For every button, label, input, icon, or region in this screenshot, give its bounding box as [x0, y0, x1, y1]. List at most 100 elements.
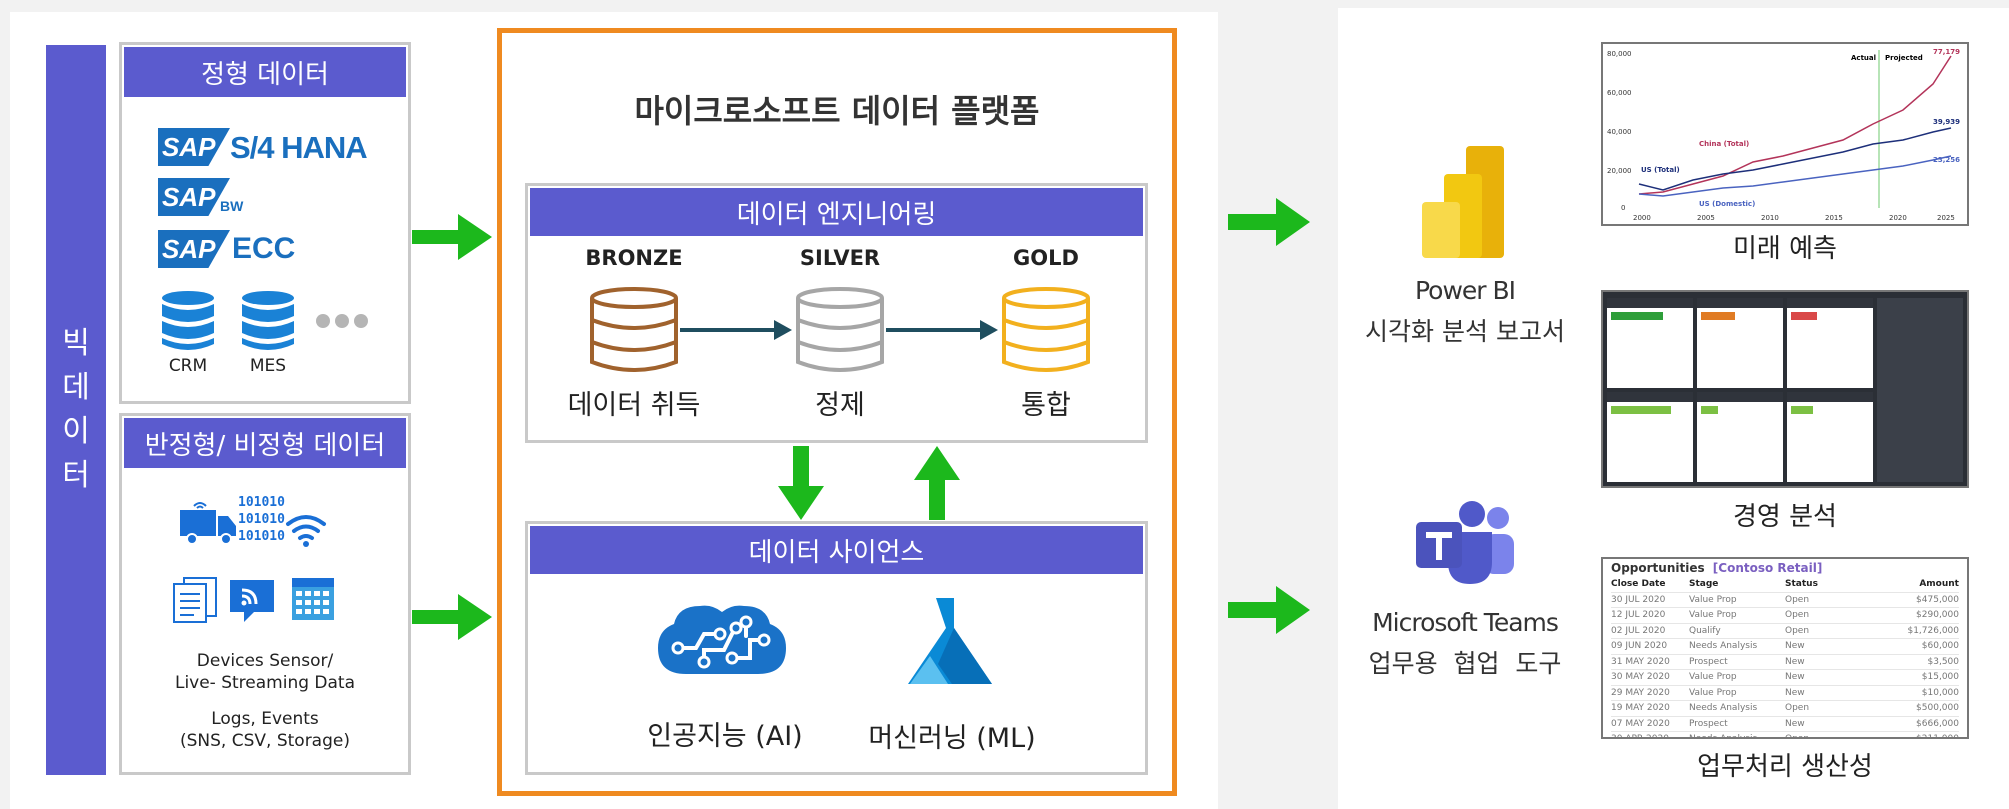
ytick: 0 [1621, 204, 1625, 212]
opportunities-thumbnail: Opportunities [Contoso Retail] Close Dat… [1601, 557, 1969, 739]
series-label-china: China (Total) [1699, 140, 1749, 148]
ytick: 60,000 [1607, 89, 1632, 97]
calendar-icon [292, 578, 334, 620]
table-cell: Prospect [1689, 718, 1728, 729]
end-value-us-domestic: 23,256 [1933, 156, 1960, 164]
bigdata-bar: 빅 데 이 터 [46, 45, 106, 775]
table-row: 07 MAY 2020 Prospect New $666,000 [1611, 717, 1959, 732]
table-cell: Open [1785, 610, 1810, 620]
stage-label-gold: 통합 [1021, 390, 1071, 421]
teams-logo-icon [1416, 501, 1514, 584]
forecast-mini-chart: 80,000 60,000 40,000 20,000 0 2000 2005 … [1607, 48, 1960, 222]
table-cell: 07 MAY 2020 [1611, 718, 1670, 729]
end-value-china: 77,179 [1933, 48, 1960, 56]
rss-chat-icon [230, 580, 274, 622]
binary-line: 101010 [238, 495, 285, 510]
sap-brand: SAP [162, 234, 216, 264]
teams-desc: 업무용 협업 도구 [1368, 649, 1562, 678]
end-value-us-total: 39,939 [1933, 118, 1960, 126]
ai-label: 인공지능 (AI) [647, 721, 803, 752]
science-title: 데이터 사이언스 [530, 526, 1143, 574]
truck-icon [180, 502, 236, 545]
semi-structured-data-title: 반정형/ 비정형 데이터 [124, 418, 406, 468]
table-cell: Open [1785, 703, 1810, 713]
green-arrow-structured [412, 214, 492, 260]
table-cell: Open [1785, 625, 1810, 636]
table-cell: $10,000 [1921, 687, 1959, 698]
table-cell: New [1785, 672, 1805, 682]
xtick: 2015 [1825, 214, 1843, 222]
table-cell: New [1785, 718, 1805, 729]
dashboard-thumbnail [1601, 290, 1969, 488]
table-cell: 30 MAY 2020 [1611, 672, 1670, 682]
table-cell: Needs Analysis [1689, 641, 1758, 651]
us-domestic-series-line [1638, 155, 1952, 197]
xtick: 2010 [1761, 214, 1779, 222]
actual-label: Actual [1851, 54, 1876, 62]
sap-product-ecc: ECC [232, 232, 296, 265]
platform-title: 마이크로소프트 데이터 플랫폼 [634, 92, 1040, 130]
tier-bronze: BRONZE [585, 246, 683, 270]
powerbi-name: Power BI [1414, 276, 1516, 305]
green-arrow-semistructured [412, 594, 492, 640]
green-arrow-down [778, 446, 824, 520]
ytick: 20,000 [1607, 167, 1632, 175]
sap-brand: SAP [162, 182, 216, 212]
opportunities-header: Opportunities [Contoso Retail] [1611, 561, 1959, 575]
tier-silver: SILVER [799, 246, 881, 270]
us-total-series-line [1638, 127, 1952, 191]
table-header-cell: Close Date [1611, 579, 1666, 589]
sap-brand: SAP [162, 132, 216, 162]
table-header-cell: Status [1785, 579, 1818, 589]
table-cell: New [1785, 656, 1805, 667]
table-cell: 30 JUL 2020 [1611, 594, 1666, 605]
dashboard-caption: 경영 분석 [1733, 502, 1837, 532]
sap-ecc-logo: SAP ECC [158, 230, 318, 268]
green-arrow-up [914, 446, 960, 520]
mes-label: MES [249, 356, 287, 376]
ml-label: 머신러닝 (ML) [868, 723, 1036, 754]
binary-data-icon: 101010 101010 101010 [238, 494, 285, 545]
table-cell: Open [1785, 594, 1810, 605]
china-series-line [1638, 55, 1952, 195]
ml-flask-icon [908, 598, 992, 684]
table-cell: Value Prop [1689, 672, 1737, 682]
table-cell: Open [1785, 734, 1810, 739]
arrow-bronze-to-silver [680, 320, 792, 340]
ytick: 40,000 [1607, 128, 1632, 136]
table-cell: Qualify [1689, 625, 1721, 636]
table-cell: 29 MAY 2020 [1611, 687, 1670, 698]
dashboard-tile [1607, 298, 1693, 388]
table-cell: Value Prop [1689, 687, 1737, 698]
table-cell: 30 APR 2020 [1611, 734, 1669, 739]
dashboard-tile [1697, 298, 1783, 388]
table-header-cell: Stage [1689, 579, 1719, 589]
binary-line: 101010 [238, 529, 285, 544]
stage-label-silver: 정제 [815, 390, 865, 421]
table-cell: Value Prop [1689, 594, 1737, 605]
powerbi-desc: 시각화 분석 보고서 [1365, 317, 1565, 346]
more-dots-icon [316, 314, 368, 328]
table-cell: 19 MAY 2020 [1611, 703, 1670, 713]
mes-database-icon [242, 291, 294, 350]
engineering-title: 데이터 엔지니어링 [530, 188, 1143, 236]
ai-brain-icon [658, 605, 786, 674]
table-header-cell: Amount [1919, 579, 1959, 589]
sap-product-bw: BW [220, 198, 244, 214]
table-cell: $3,500 [1927, 656, 1960, 667]
documents-icon [173, 577, 217, 623]
table-cell: $666,000 [1916, 718, 1959, 729]
green-arrow-to-teams [1228, 586, 1310, 634]
dashboard-tile [1877, 298, 1963, 482]
dashboard-tile [1607, 392, 1693, 482]
teams-name: Microsoft Teams [1372, 608, 1559, 637]
arrow-silver-to-gold [886, 320, 998, 340]
opportunities-title: Opportunities [1611, 561, 1705, 575]
logs-text: Logs, Events (SNS, CSV, Storage) [180, 709, 350, 751]
crm-database-icon [162, 291, 214, 350]
table-cell: $211,000 [1916, 734, 1959, 739]
